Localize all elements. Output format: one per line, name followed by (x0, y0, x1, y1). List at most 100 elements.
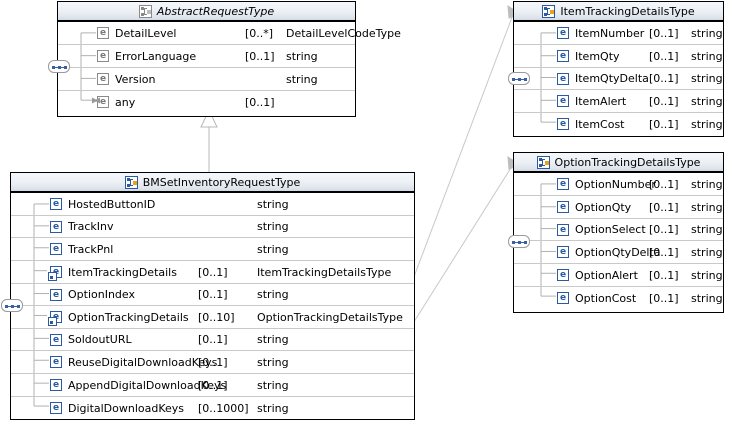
element-type: string (691, 72, 723, 85)
element-type: string (691, 118, 723, 131)
element-icon: e (557, 50, 569, 62)
element-type: string (257, 288, 289, 301)
box-body-abstract-request: e DetailLevel [0..*] DetailLevelCodeType… (48, 21, 401, 116)
element-icon: e (50, 221, 62, 233)
element-name: OptionSelect (575, 223, 646, 236)
element-row[interactable]: e HostedButtonID string (11, 193, 414, 216)
element-name: ItemQtyDelta (575, 72, 649, 85)
element-type: string (691, 245, 723, 259)
sequence-compositor-icon (508, 235, 530, 248)
complextype-box-option-tracking-details[interactable]: OptionTrackingDetailsType e OptionNumber… (508, 152, 724, 313)
element-row[interactable]: e DetailLevel [0..*] DetailLevelCodeType (58, 22, 401, 45)
element-name: OptionQty (575, 200, 632, 214)
element-row[interactable]: e AppendDigitalDownloadKeys [0..1] strin… (11, 374, 414, 397)
element-cardinality: [0..1] (649, 49, 679, 63)
element-row[interactable]: e ReuseDigitalDownloadKeys [0..1] string (11, 351, 414, 374)
element-name: OptionAlert (575, 268, 638, 282)
element-name: TrackPnl (68, 242, 114, 256)
element-cardinality: [0..1] (649, 223, 679, 236)
element-cardinality: [0..1] (649, 268, 679, 282)
box-body-item-tracking-details: e ItemNumber [0..1] string e ItemQty [0.… (508, 21, 723, 136)
complextype-box-abstract-request[interactable]: AbstractRequestType e DetailLevel [0..*]… (48, 1, 401, 117)
element-name: ReuseDigitalDownloadKeys (68, 355, 218, 369)
element-row[interactable]: e OptionQty [0..1] string (514, 196, 723, 219)
element-cardinality: [0..1] (649, 200, 679, 214)
element-type: string (257, 355, 289, 369)
element-name: OptionQtyDelta (575, 245, 661, 259)
element-type: string (257, 333, 289, 346)
sequence-compositor-icon (48, 60, 70, 73)
element-icon: e (50, 356, 62, 368)
element-row[interactable]: e OptionCost [0..1] string (514, 287, 723, 310)
element-row[interactable]: e OptionNumber [0..1] string (514, 173, 723, 196)
element-row[interactable]: e ErrorLanguage [0..1] string (58, 45, 355, 68)
element-row[interactable]: e DigitalDownloadKeys [0..1000] string (11, 397, 414, 420)
box-header-option-tracking-details: OptionTrackingDetailsType (514, 153, 723, 172)
box-title: OptionTrackingDetailsType (554, 155, 701, 169)
box-header-item-tracking-details: ItemTrackingDetailsType (514, 2, 723, 21)
element-name: TrackInv (68, 220, 114, 233)
element-type: string (691, 200, 723, 214)
element-type: string (257, 242, 289, 256)
element-row[interactable]: e ItemCost [0..1] string (514, 113, 723, 136)
element-cardinality: [0..1] (198, 355, 228, 369)
element-row[interactable]: e ItemQtyDelta [0..1] string (514, 68, 723, 90)
element-row[interactable]: e ItemAlert [0..1] string (514, 90, 723, 113)
complextype-icon (138, 4, 152, 18)
element-row[interactable]: e OptionIndex [0..1] string (11, 284, 414, 306)
element-cardinality: [0..1] (649, 177, 679, 191)
box-title: AbstractRequestType (156, 4, 275, 18)
element-type: string (286, 49, 318, 63)
element-name: SoldoutURL (68, 333, 132, 346)
complextype-box-item-tracking-details[interactable]: ItemTrackingDetailsType e ItemNumber [0.… (508, 1, 724, 137)
element-name: any (115, 96, 136, 109)
box-header-abstract-request: AbstractRequestType (58, 2, 355, 21)
element-row[interactable]: e any [0..1] (58, 91, 355, 114)
element-row[interactable]: e OptionQtyDelta [0..1] string (514, 241, 723, 264)
element-icon: e (50, 289, 62, 301)
element-icon: e (50, 379, 62, 391)
element-icon: e (557, 224, 569, 236)
any-element-icon: e (92, 96, 109, 108)
element-icon: e (557, 95, 569, 107)
element-row[interactable]: e OptionSelect [0..1] string (514, 219, 723, 241)
element-name: AppendDigitalDownloadKeys (68, 378, 227, 392)
reference-option-tracking-connector (411, 156, 522, 326)
element-cardinality: [0..10] (198, 310, 235, 324)
complextype-icon (536, 155, 550, 169)
element-name: ItemNumber (575, 26, 645, 40)
element-icon: e (50, 334, 62, 346)
element-icon: e (557, 73, 569, 85)
element-cardinality: [0..1] (649, 72, 679, 85)
element-type: DetailLevelCodeType (286, 26, 401, 40)
element-cardinality: [0..1] (245, 49, 275, 63)
element-row[interactable]: e TrackPnl string (11, 238, 414, 261)
sequence-compositor-icon (508, 72, 530, 85)
element-row[interactable]: e ItemQty [0..1] string (514, 45, 723, 68)
element-row[interactable]: e OptionTrackingDetails [0..10] OptionTr… (11, 306, 414, 329)
element-icon: e (557, 246, 569, 258)
element-icon: e (557, 118, 569, 130)
element-type: string (286, 72, 318, 86)
element-row[interactable]: e TrackInv string (11, 216, 414, 238)
element-name: ItemTrackingDetails (68, 265, 177, 279)
element-cardinality: [0..*] (245, 26, 274, 40)
element-row[interactable]: e OptionAlert [0..1] string (514, 264, 723, 287)
element-cardinality: [0..1] (649, 118, 679, 131)
element-cardinality: [0..1] (649, 245, 679, 259)
element-cardinality: [0..1] (649, 94, 679, 108)
element-row[interactable]: e SoldoutURL [0..1] string (11, 329, 414, 351)
element-type: ItemTrackingDetailsType (257, 265, 392, 279)
inheritance-connector (200, 108, 218, 172)
element-name: OptionCost (575, 292, 637, 305)
box-title: BMSetInventoryRequestType (142, 175, 301, 189)
element-icon: e (557, 201, 569, 213)
element-row[interactable]: e ItemNumber [0..1] string (514, 22, 723, 45)
element-row[interactable]: e Version string (58, 68, 355, 91)
element-icon: e (557, 292, 569, 304)
element-row[interactable]: e ItemTrackingDetails [0..1] ItemTrackin… (11, 261, 414, 284)
complextype-box-bmset-inventory-request[interactable]: BMSetInventoryRequestType e (1, 172, 415, 420)
element-icon: e (50, 243, 62, 255)
reference-item-tracking-connector (411, 5, 522, 283)
element-icon: e (97, 27, 109, 39)
